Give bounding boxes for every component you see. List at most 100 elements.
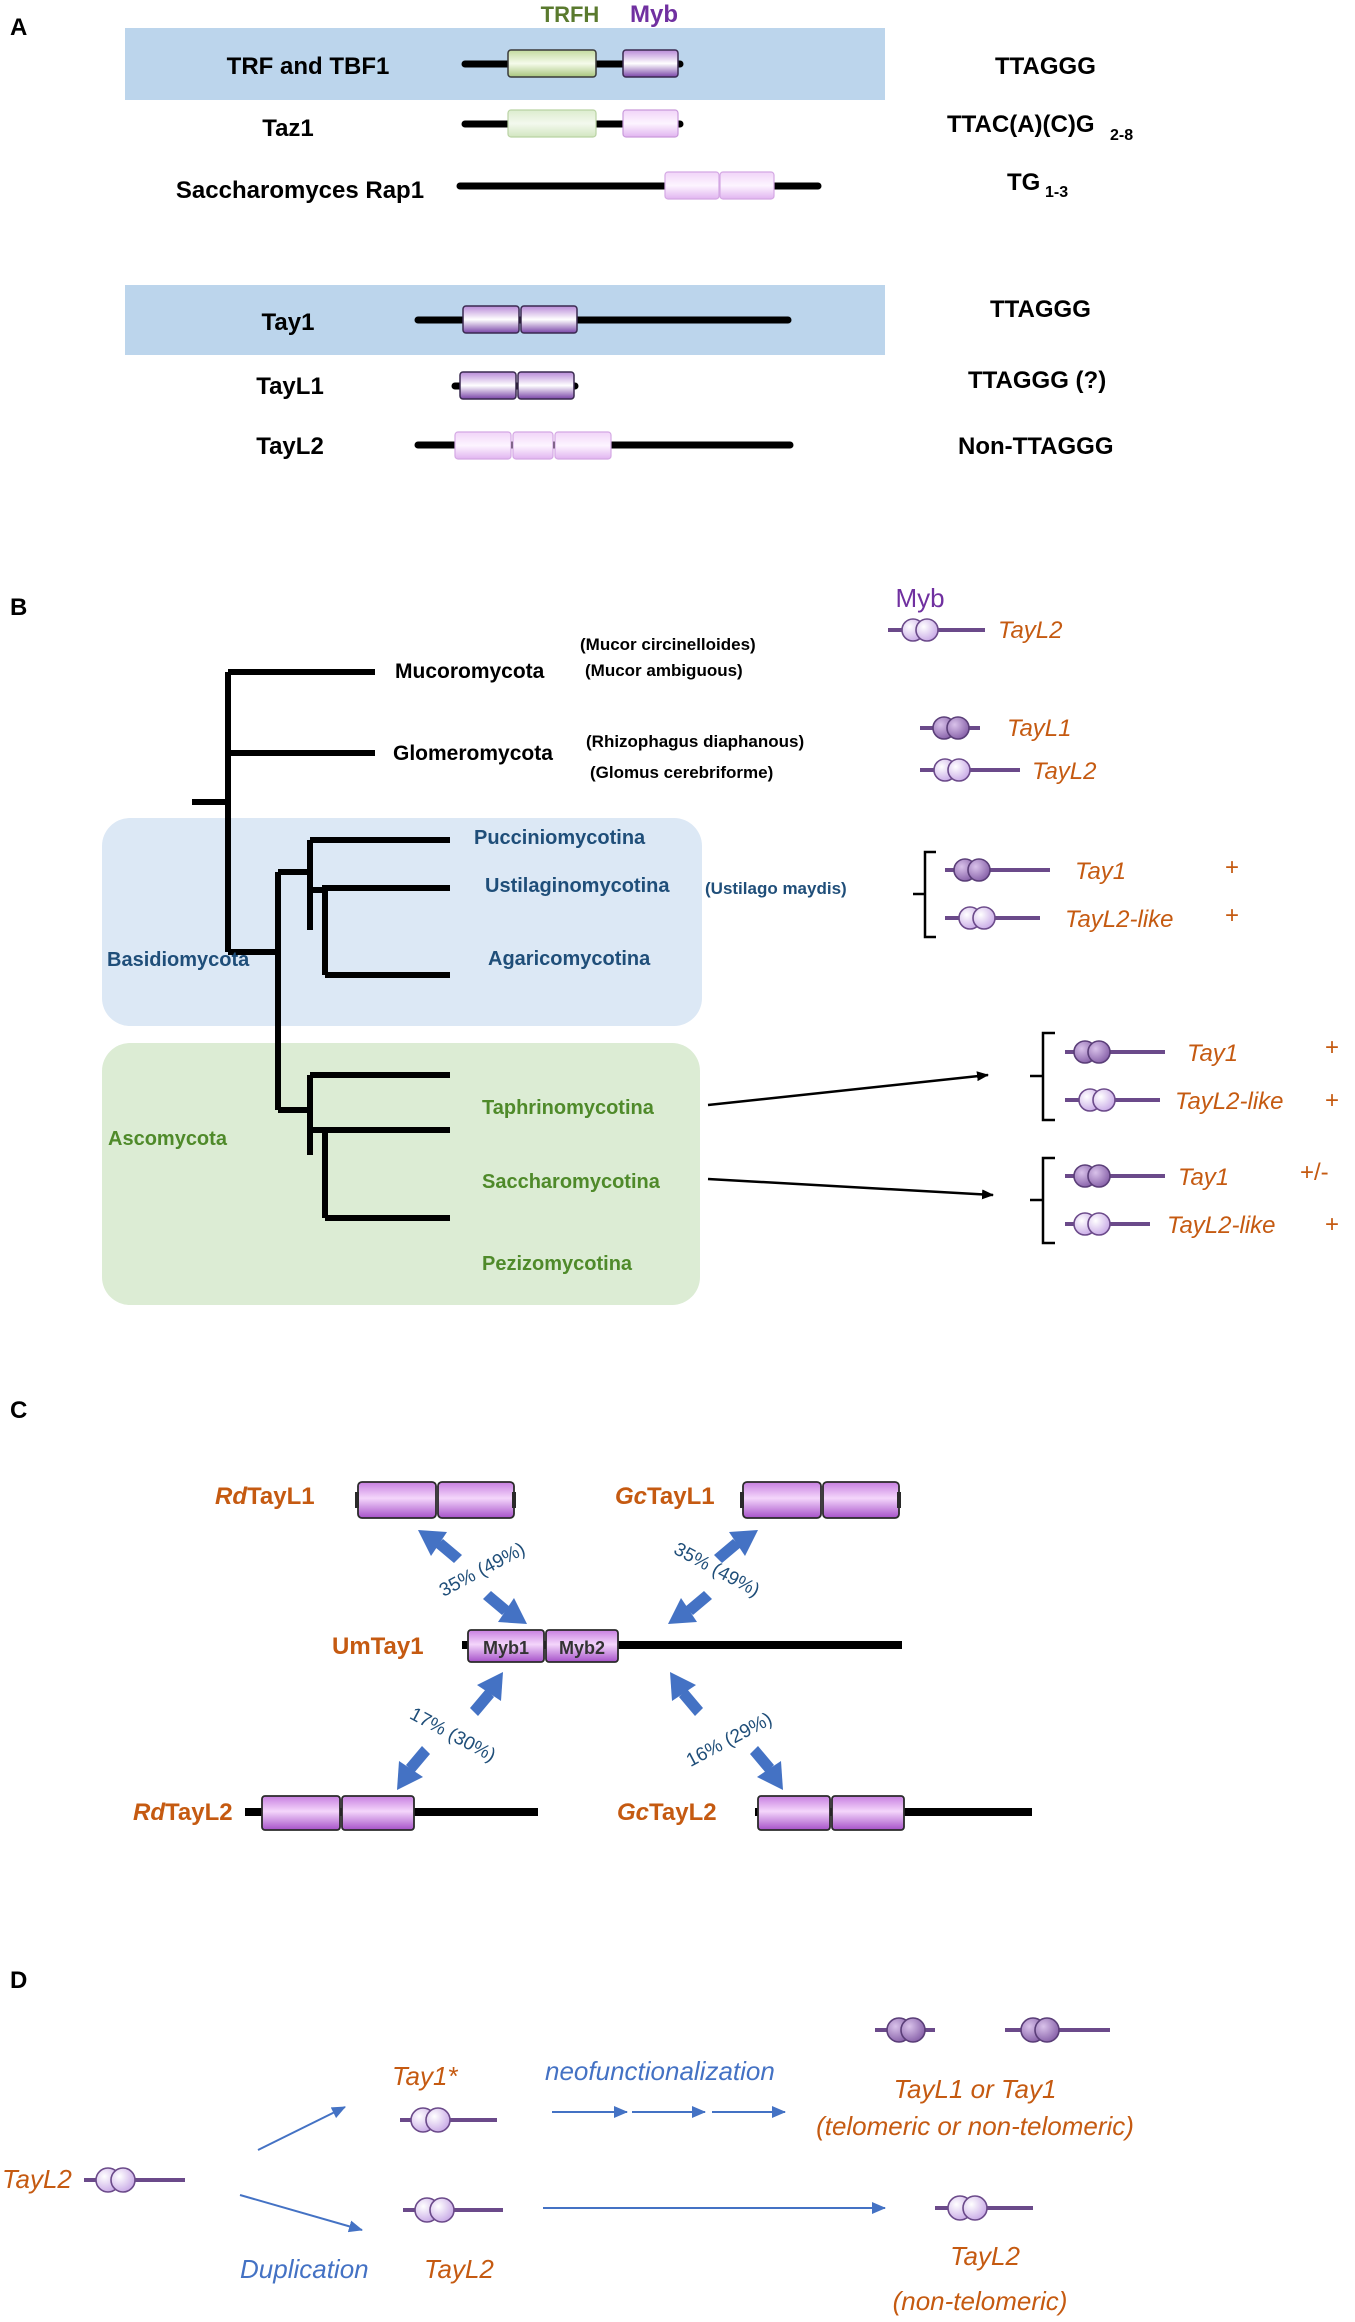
label-tayl2-mid: TayL2 bbox=[424, 2254, 494, 2284]
arrow-rd-tayl2-down bbox=[397, 1761, 423, 1790]
myb-legend-label: Myb bbox=[895, 583, 944, 613]
mark-taph-tay1: + bbox=[1325, 1034, 1339, 1061]
protein-d-tayl2-mid bbox=[403, 2197, 503, 2223]
label-myb2: Myb2 bbox=[559, 1638, 605, 1658]
myb-domain-tay1-b bbox=[520, 305, 578, 334]
ascomycota-region bbox=[102, 1043, 700, 1305]
umtay1-myb2-domain bbox=[545, 1629, 619, 1663]
arrow-rd-tayl2-up bbox=[477, 1672, 503, 1701]
protein-d-tay1star bbox=[400, 2107, 497, 2133]
seq-trf-tbf1: TTAGGG bbox=[995, 53, 1096, 80]
label-glom-tayl1: TayL1 bbox=[1007, 715, 1072, 742]
label-gc-tayl2: GcTayL2 bbox=[617, 1799, 717, 1826]
label-gc-tayl1: GcTayL1 bbox=[615, 1483, 715, 1510]
arrows-comparison bbox=[397, 1530, 783, 1790]
clade-basidiomycota: Basidiomycota bbox=[107, 949, 250, 971]
taxon-ustilago-species: (Ustilago maydis) bbox=[705, 879, 847, 898]
row-label-taz1: Taz1 bbox=[262, 115, 314, 142]
myb-domain-tayl1-a bbox=[459, 371, 517, 400]
row-label-tayl1: TayL1 bbox=[256, 373, 324, 400]
arrow-to-tayl2-mid bbox=[239, 2194, 363, 2233]
bracket-ustilago bbox=[923, 850, 936, 939]
label-sacch-tayl2like: TayL2-like bbox=[1167, 1212, 1276, 1239]
taxon-glomeromycota: Glomeromycota bbox=[393, 742, 553, 765]
trfh-domain-taz1 bbox=[507, 109, 597, 138]
myb-domain-rap1-a bbox=[664, 171, 720, 200]
taxon-mucor-species-1: (Mucor circinelloides) bbox=[580, 635, 756, 654]
arrow-gc-tayl1-up bbox=[729, 1530, 758, 1556]
seq-tay1: TTAGGG bbox=[990, 296, 1091, 323]
label-rd-tayl2: RdTayL2 bbox=[133, 1799, 233, 1826]
panel-b-label: B bbox=[10, 594, 27, 621]
mark-ust-tayl2like: + bbox=[1225, 902, 1239, 929]
taxon-saccharomycotina: Saccharomycotina bbox=[482, 1171, 661, 1193]
taxon-mucoromycota: Mucoromycota bbox=[395, 660, 545, 683]
bracket-saccharo bbox=[1041, 1156, 1055, 1245]
panel-a-label: A bbox=[10, 14, 27, 41]
rd-tayl2-myb-a bbox=[261, 1795, 341, 1831]
arrow-gc-tayl2-up bbox=[670, 1672, 696, 1701]
protein-taph-tayl2like bbox=[1065, 1088, 1160, 1112]
row-label-tayl2: TayL2 bbox=[256, 433, 324, 460]
taxon-agaricomycotina: Agaricomycotina bbox=[488, 948, 651, 970]
label-non-telomeric: (non-telomeric) bbox=[893, 2286, 1068, 2316]
protein-d-tayl2-left bbox=[84, 2167, 185, 2193]
seq-tayl2: Non-TTAGGG bbox=[958, 433, 1114, 460]
arrow-to-tay1star bbox=[257, 2106, 346, 2151]
row-label-tay1: Tay1 bbox=[262, 309, 315, 336]
trfh-domain-trf bbox=[507, 49, 597, 78]
label-tayl1-or-tay1: TayL1 or Tay1 bbox=[894, 2074, 1057, 2104]
row-label-rap1: Saccharomyces Rap1 bbox=[176, 177, 424, 204]
myb-domain-tay1-a bbox=[462, 305, 520, 334]
gc-tayl2-myb-a bbox=[757, 1795, 831, 1831]
myb-domain-rap1-b bbox=[719, 171, 775, 200]
label-tayl2-right: TayL2 bbox=[950, 2241, 1020, 2271]
protein-glom-tayl2 bbox=[920, 758, 1020, 782]
arrow-gc-tayl2-down bbox=[757, 1761, 783, 1790]
protein-mucor-tayl2 bbox=[888, 618, 985, 642]
panel-c: C RdTayL1 GcTayL1 UmTay1 Myb1 Myb2 RdTay… bbox=[10, 1397, 1032, 1831]
panel-d: D TayL2 Tay1* neofunctionalization bbox=[2, 1967, 1134, 2316]
taxon-pezizomycotina: Pezizomycotina bbox=[482, 1253, 633, 1275]
seq-taz1: TTAC(A)(C)G bbox=[947, 111, 1095, 138]
seq-rap1-subscript: 1-3 bbox=[1045, 184, 1068, 201]
label-rd-tayl1: RdTayL1 bbox=[215, 1483, 315, 1510]
seq-tayl1: TTAGGG (?) bbox=[968, 367, 1106, 394]
label-ust-tayl2like: TayL2-like bbox=[1065, 906, 1174, 933]
myb-domain-taz1 bbox=[622, 109, 679, 138]
label-sacch-tay1: Tay1 bbox=[1178, 1164, 1229, 1191]
label-telomeric: (telomeric or non-telomeric) bbox=[816, 2111, 1134, 2141]
label-tayl2-left: TayL2 bbox=[2, 2164, 72, 2194]
protein-glom-tayl1 bbox=[920, 716, 980, 740]
label-mucor-tayl2: TayL2 bbox=[998, 617, 1063, 644]
taxon-glom-species-2: (Glomus cerebriforme) bbox=[590, 763, 773, 782]
gc-tayl2-myb-b bbox=[831, 1795, 905, 1831]
arrow-rd-tayl1-down bbox=[498, 1598, 527, 1624]
rd-tayl2-myb-b bbox=[341, 1795, 415, 1831]
protein-ust-tayl2like bbox=[945, 906, 1040, 930]
arrow-rd-tayl1-up bbox=[418, 1530, 447, 1556]
trfh-header: TRFH bbox=[541, 2, 600, 27]
mark-sacch-tay1: +/- bbox=[1300, 1159, 1329, 1186]
mark-sacch-tayl2like: + bbox=[1325, 1211, 1339, 1238]
mark-ust-tay1: + bbox=[1225, 854, 1239, 881]
rd-tayl1-domains bbox=[355, 1481, 516, 1519]
label-glom-tayl2: TayL2 bbox=[1032, 758, 1097, 785]
myb-header: Myb bbox=[630, 1, 678, 28]
phylogenetic-tree bbox=[192, 669, 450, 1221]
panel-b: B Mucoromycota (Muc bbox=[10, 583, 1339, 1305]
label-myb1: Myb1 bbox=[483, 1638, 529, 1658]
protein-d-tay1 bbox=[1005, 2017, 1110, 2043]
panel-d-label: D bbox=[10, 1967, 27, 1994]
label-tay1-star: Tay1* bbox=[392, 2061, 458, 2091]
myb-domain-tayl1-b bbox=[517, 371, 575, 400]
taxon-ustilaginomycotina: Ustilaginomycotina bbox=[485, 875, 670, 897]
mark-taph-tayl2like: + bbox=[1325, 1087, 1339, 1114]
pct-gc-tayl1: 35% (49%) bbox=[670, 1539, 763, 1602]
basidiomycota-region bbox=[102, 818, 702, 1026]
myb-domain-trf bbox=[622, 49, 679, 78]
protein-taph-tay1 bbox=[1065, 1040, 1165, 1064]
label-umtay1: UmTay1 bbox=[332, 1633, 424, 1660]
protein-ust-tay1 bbox=[945, 858, 1050, 882]
